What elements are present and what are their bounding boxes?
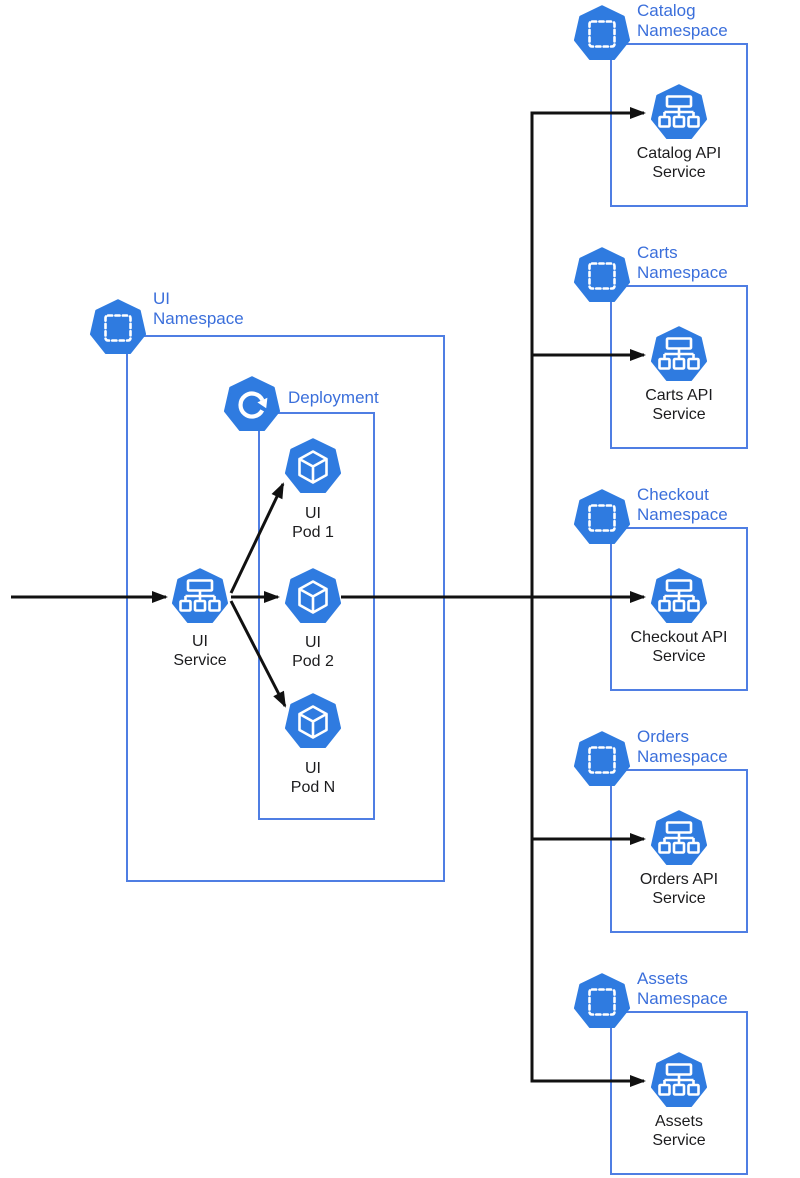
ui-service-label: UI Service — [140, 633, 260, 670]
orders-api-service-label-line1: Orders API — [639, 871, 719, 888]
service-icon — [650, 1052, 708, 1110]
checkout-api-service-label-line2: Service — [652, 647, 706, 665]
service-icon — [650, 326, 708, 384]
ui-service-label-line2: Service — [173, 651, 227, 669]
carts-namespace-box — [610, 285, 748, 449]
service-icon — [171, 568, 229, 626]
pod-icon — [284, 438, 342, 496]
assets-namespace-box — [610, 1011, 748, 1175]
checkout-namespace-label: Checkout Namespace — [637, 485, 728, 524]
checkout-api-service-label: Checkout API Service — [610, 629, 748, 666]
service-icon — [650, 84, 708, 142]
ui-namespace-label-line2: Namespace — [153, 308, 244, 328]
ui-podN-label: UI Pod N — [253, 760, 373, 797]
ui-service-label-line1: UI — [192, 633, 208, 650]
ui-podN-label-line2: Pod N — [290, 778, 336, 796]
ui-namespace-label: UI Namespace — [153, 289, 244, 328]
pod-icon — [284, 568, 342, 626]
assets-service-label: Assets Service — [610, 1113, 748, 1150]
assets-service-label-line2: Service — [652, 1131, 706, 1149]
service-icon — [650, 568, 708, 626]
catalog-namespace-label: Catalog Namespace — [637, 1, 728, 40]
service-icon — [650, 810, 708, 868]
assets-namespace-label-line1: Assets — [637, 969, 689, 988]
carts-namespace-label-line1: Carts — [637, 243, 678, 262]
checkout-api-service-label-line1: Checkout API — [630, 629, 728, 646]
ui-pod1-label-line1: UI — [305, 505, 321, 522]
orders-namespace-box — [610, 769, 748, 933]
assets-namespace-label-line2: Namespace — [637, 988, 728, 1008]
carts-api-service-label-line1: Carts API — [645, 387, 713, 404]
orders-namespace-label-line2: Namespace — [637, 746, 728, 766]
catalog-api-service-label-line2: Service — [652, 163, 706, 181]
checkout-namespace-label-line1: Checkout — [637, 485, 709, 504]
catalog-namespace-label-line1: Catalog — [637, 1, 696, 20]
orders-api-service-label-line2: Service — [652, 889, 706, 907]
namespace-icon — [89, 299, 147, 357]
carts-api-service-label-line2: Service — [652, 405, 706, 423]
pod-icon — [284, 693, 342, 751]
orders-namespace-label: Orders Namespace — [637, 727, 728, 766]
deployment-label: Deployment — [288, 388, 379, 407]
namespace-icon — [573, 489, 631, 547]
namespace-icon — [573, 731, 631, 789]
namespace-icon — [573, 247, 631, 305]
catalog-api-service-label-line1: Catalog API — [636, 145, 722, 162]
ui-pod1-label: UI Pod 1 — [253, 505, 373, 542]
orders-api-service-label: Orders API Service — [610, 871, 748, 908]
namespace-icon — [573, 973, 631, 1031]
orders-namespace-label-line1: Orders — [637, 727, 689, 746]
checkout-namespace-box — [610, 527, 748, 691]
catalog-namespace-box — [610, 43, 748, 207]
namespace-icon — [573, 5, 631, 63]
deployment-icon — [223, 376, 281, 434]
carts-api-service-label: Carts API Service — [610, 387, 748, 424]
ui-pod2-label-line1: UI — [305, 634, 321, 651]
assets-namespace-label: Assets Namespace — [637, 969, 728, 1008]
ui-pod2-label-line2: Pod 2 — [292, 652, 334, 670]
carts-namespace-label-line2: Namespace — [637, 262, 728, 282]
ui-namespace-label-line1: UI — [153, 289, 170, 308]
catalog-namespace-label-line2: Namespace — [637, 20, 728, 40]
ui-podN-label-line1: UI — [305, 760, 321, 777]
assets-service-label-line1: Assets — [654, 1113, 703, 1130]
carts-namespace-label: Carts Namespace — [637, 243, 728, 282]
ui-pod1-label-line2: Pod 1 — [292, 523, 334, 541]
ui-namespace-box — [126, 335, 445, 882]
checkout-namespace-label-line2: Namespace — [637, 504, 728, 524]
catalog-api-service-label: Catalog API Service — [610, 145, 748, 182]
ui-pod2-label: UI Pod 2 — [253, 634, 373, 671]
